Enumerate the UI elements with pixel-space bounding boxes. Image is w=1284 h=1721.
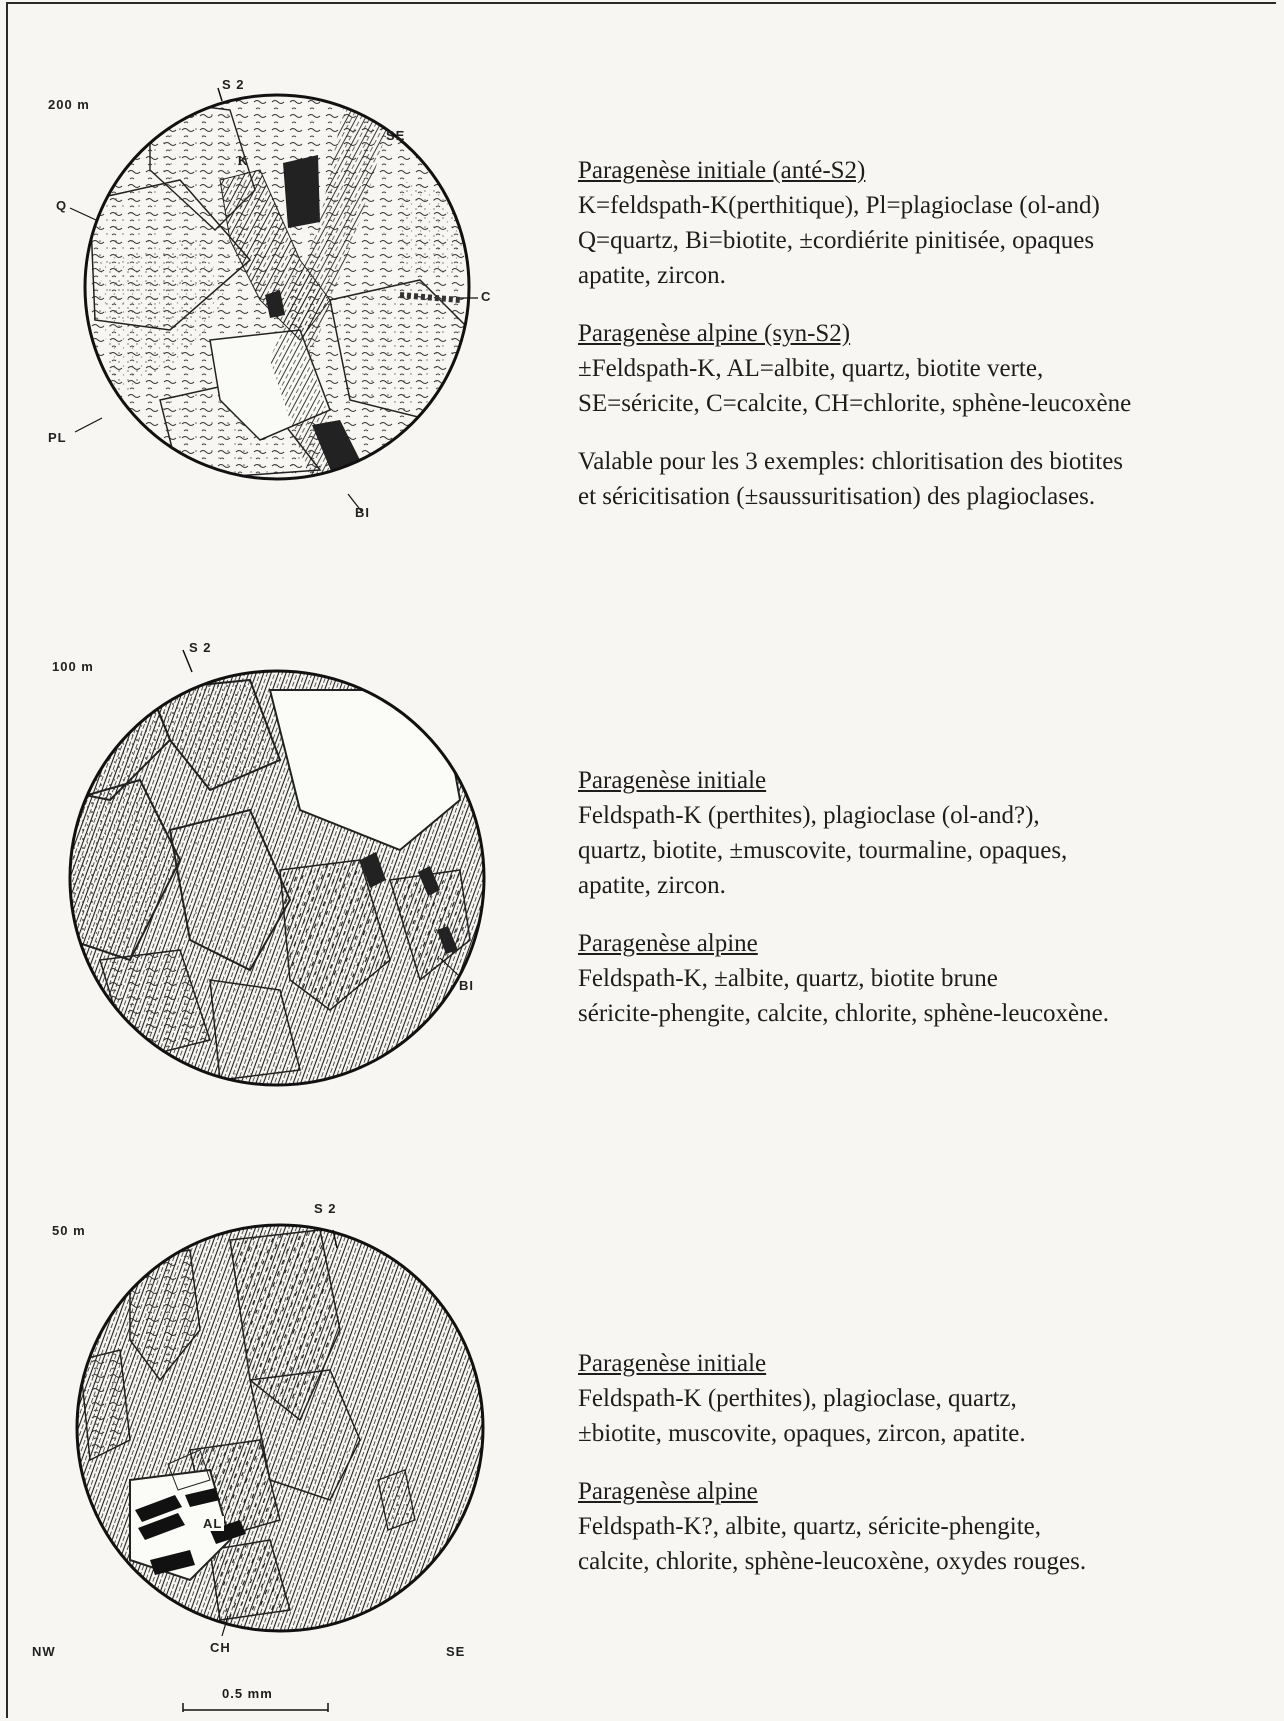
text-line: séricite-phengite, calcite, chlorite, sp… [578,996,1109,1031]
heading-initial-1: Paragenèse initiale (anté-S2) [578,153,1131,188]
paragenesis-text-2: Paragenèse initiale Feldspath-K (perthit… [578,763,1109,1031]
scale-bar-label: 0.5 mm [222,1686,273,1701]
text-line: Feldspath-K?, albite, quartz, séricite-p… [578,1509,1086,1544]
heading-initial-3: Paragenèse initiale [578,1346,1086,1381]
s2-label-3: S 2 [314,1201,337,1216]
c-label: C [481,289,491,304]
paragenesis-text-3: Paragenèse initiale Feldspath-K (perthit… [578,1346,1086,1579]
text-line: apatite, zircon. [578,258,1131,293]
text-line: SE=séricite, C=calcite, CH=chlorite, sph… [578,386,1131,421]
s2-label-1: S 2 [222,77,245,92]
heading-alpine-2: Paragenèse alpine [578,926,1109,961]
ch-label: CH [210,1640,231,1655]
paragenesis-text-1: Paragenèse initiale (anté-S2) K=feldspat… [578,153,1131,514]
pl-label: PL [48,430,67,445]
text-line: Feldspath-K (perthites), plagioclase, qu… [578,1381,1086,1416]
text-line: apatite, zircon. [578,868,1109,903]
text-line: Feldspath-K, ±albite, quartz, biotite br… [578,961,1109,996]
q-label: Q [56,198,67,213]
text-line: K=feldspath-K(perthitique), Pl=plagiocla… [578,188,1131,223]
depth-label-100m: 100 m [52,659,94,674]
bi-label-1: BI [355,505,370,520]
text-line: et séricitisation (±saussuritisation) de… [578,479,1131,514]
text-line: ±biotite, muscovite, opaques, zircon, ap… [578,1416,1086,1451]
depth-label-50m: 50 m [52,1223,86,1238]
se-label-3: SE [446,1644,465,1659]
bi-label-2: BI [459,978,474,993]
text-line: Valable pour les 3 exemples: chloritisat… [578,444,1131,479]
se-label-1: SE [386,128,405,143]
text-line: quartz, biotite, ±muscovite, tourmaline,… [578,833,1109,868]
s2-label-2: S 2 [189,640,212,655]
text-line: calcite, chlorite, sphène-leucoxène, oxy… [578,1544,1086,1579]
heading-alpine-3: Paragenèse alpine [578,1474,1086,1509]
k-label: K [238,153,248,168]
depth-label-200m: 200 m [48,97,90,112]
text-line: Q=quartz, Bi=biotite, ±cordiérite piniti… [578,223,1131,258]
heading-alpine-1: Paragenèse alpine (syn-S2) [578,316,1131,351]
al-label: AL [201,1516,224,1531]
text-line: ±Feldspath-K, AL=albite, quartz, biotite… [578,351,1131,386]
nw-label: NW [32,1644,56,1659]
heading-initial-2: Paragenèse initiale [578,763,1109,798]
text-line: Feldspath-K (perthites), plagioclase (ol… [578,798,1109,833]
